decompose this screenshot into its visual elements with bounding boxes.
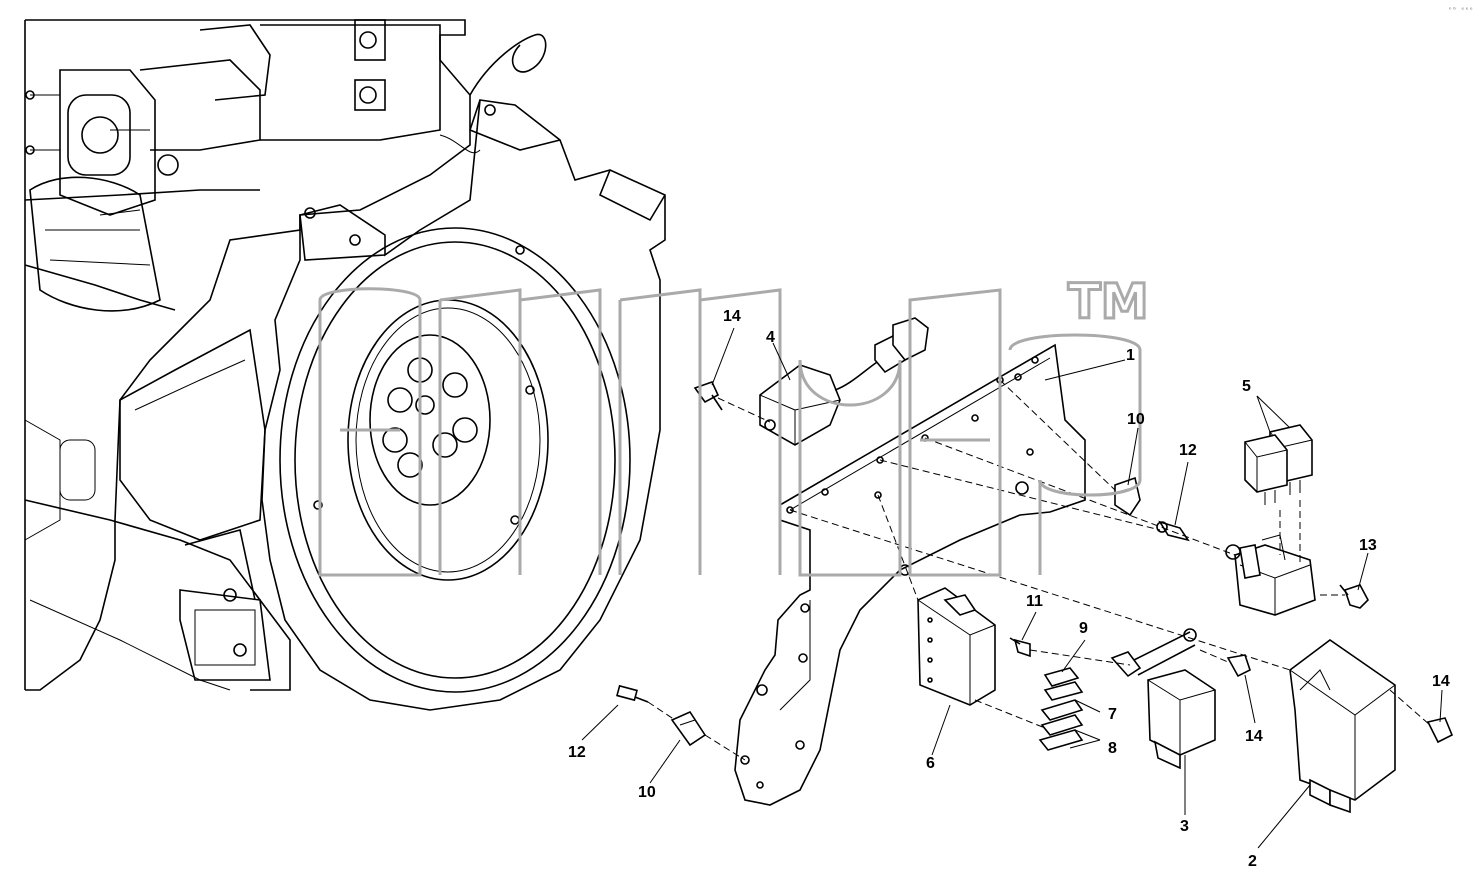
screw-part-14-middle: [1226, 654, 1251, 678]
callout-14-middle: 14: [1245, 728, 1263, 745]
relays-part-5: [1244, 424, 1313, 505]
callout-7: 7: [1108, 706, 1117, 723]
callout-5: 5: [1242, 378, 1251, 395]
callout-2: 2: [1248, 853, 1257, 870]
assembly-lines: [647, 379, 1431, 761]
callout-4: 4: [766, 329, 775, 346]
fuses-parts-7-8-9: [1038, 667, 1084, 751]
screw-part-12-upper: [1156, 520, 1190, 542]
screw-part-13: [1339, 584, 1369, 609]
callout-14-left: 14: [723, 308, 741, 325]
screw-part-11: [1009, 637, 1031, 658]
leader-lines: [581, 327, 1443, 849]
watermark: TM: [318, 273, 1150, 577]
electronic-module-part-4: [759, 317, 929, 446]
relay-holder: [1225, 534, 1316, 616]
screw-part-12-lower: [616, 684, 649, 703]
screw-part-14-right: [1426, 717, 1454, 744]
relay-part-3: [1110, 628, 1216, 770]
control-unit-part-2: [1289, 639, 1396, 814]
fuse-box-part-6: [917, 587, 996, 706]
flywheel-housing: [119, 99, 666, 711]
callout-12-lower: 12: [568, 744, 586, 761]
callout-8: 8: [1108, 740, 1117, 757]
callout-6: 6: [926, 755, 935, 772]
clip-part-10-lower: [670, 710, 707, 747]
clip-part-10-upper: [1114, 476, 1141, 517]
corner-mark: ⁿᴳ ᵉᵉᵉ: [1448, 6, 1473, 14]
callout-13: 13: [1359, 537, 1377, 554]
callout-9: 9: [1079, 620, 1088, 637]
callout-labels: 1 2 3 4 5 6 7 8 9 10 10 11 12 12 13 14 1…: [568, 308, 1450, 870]
callout-3: 3: [1180, 818, 1189, 835]
callout-14-right: 14: [1432, 673, 1450, 690]
callout-10-upper: 10: [1127, 411, 1145, 428]
watermark-trademark: TM: [1068, 274, 1149, 330]
engine-block: [24, 19, 547, 691]
callout-11: 11: [1026, 593, 1043, 610]
mounting-bracket: [734, 343, 1086, 806]
callout-10-lower: 10: [638, 784, 656, 801]
callout-12-upper: 12: [1179, 442, 1197, 459]
callout-1: 1: [1126, 347, 1135, 364]
